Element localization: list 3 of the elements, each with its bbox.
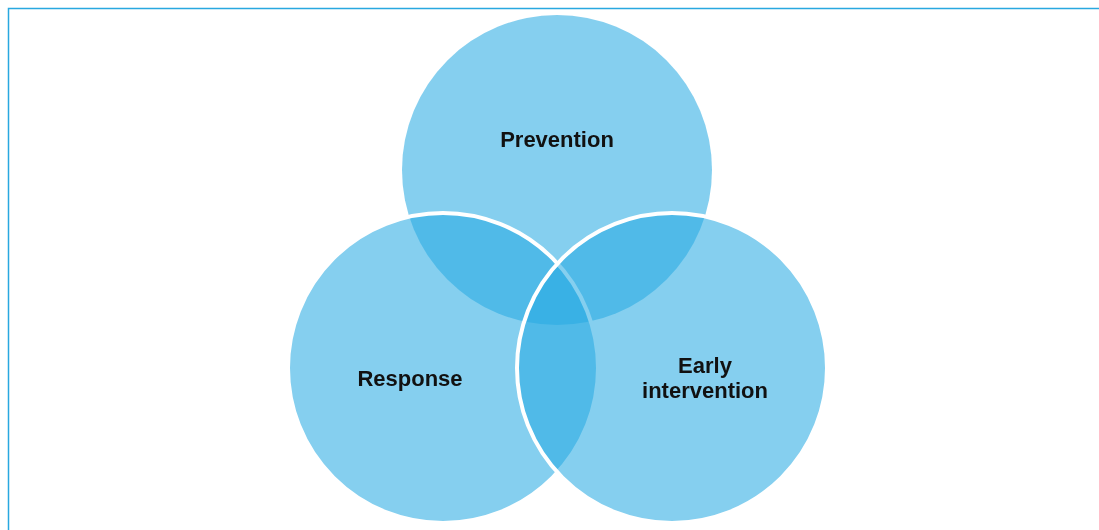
- circle-label: Prevention: [499, 126, 615, 152]
- circle-label: Early intervention: [641, 353, 769, 403]
- circle-label: Response: [356, 365, 464, 391]
